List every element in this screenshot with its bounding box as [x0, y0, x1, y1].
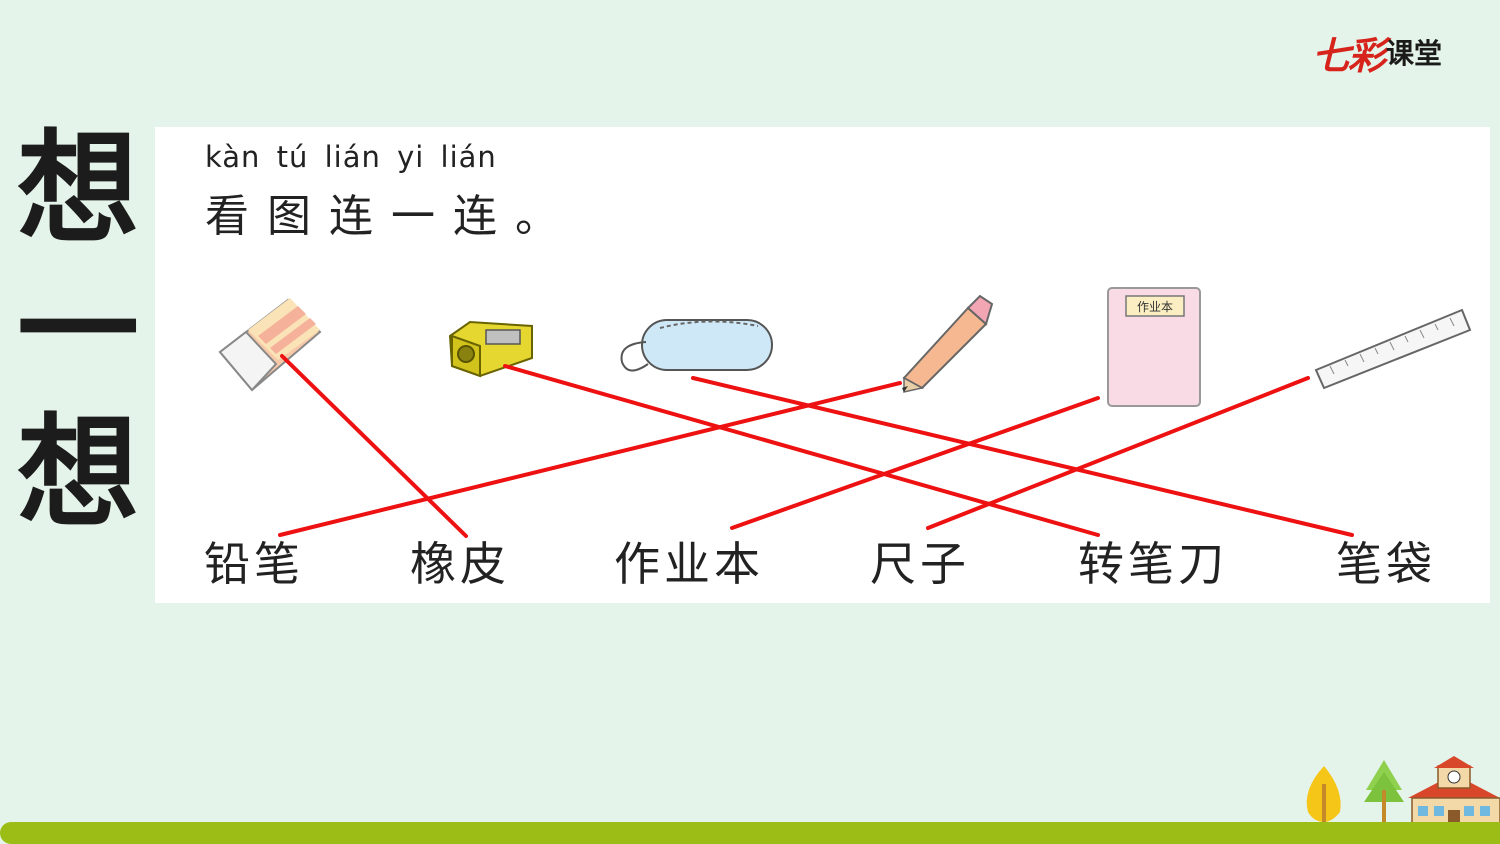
- brand-logo: 七彩 课堂: [1312, 26, 1442, 78]
- word-notebook[interactable]: 作业本: [614, 537, 764, 591]
- pencil-case-icon[interactable]: [620, 319, 773, 372]
- tree-icon: [1364, 760, 1404, 828]
- match-line-notebook: [730, 396, 1100, 530]
- school-building-icon: [1408, 756, 1500, 831]
- logo-text-a: 七彩: [1312, 32, 1386, 78]
- word-eraser[interactable]: 橡皮: [410, 537, 510, 591]
- side-title-char-3: 想: [17, 402, 139, 544]
- word-ruler[interactable]: 尺子: [870, 537, 970, 591]
- match-lines: [278, 354, 1354, 538]
- exercise-card: [155, 127, 1490, 603]
- match-line-sharpener: [503, 364, 1100, 537]
- eraser-icon[interactable]: [218, 298, 322, 392]
- word-sharpener[interactable]: 转笔刀: [1078, 537, 1228, 591]
- instruction-text: 看图连一连。: [205, 191, 577, 242]
- instruction-pinyin: kàn tú lián yi lián: [205, 140, 497, 174]
- word-pencil-case[interactable]: 笔袋: [1336, 537, 1436, 591]
- match-line-ruler: [926, 376, 1310, 530]
- notebook-cover-label: 作业本: [1137, 300, 1173, 314]
- match-line-pencil-case: [691, 376, 1354, 537]
- match-line-pencil: [278, 381, 902, 537]
- notebook-icon[interactable]: 作业本: [1107, 287, 1201, 407]
- logo-text-b: 课堂: [1386, 37, 1443, 70]
- ground-strip: [0, 822, 1500, 844]
- pencil-icon[interactable]: [902, 294, 994, 393]
- side-title-char-1: 想: [17, 118, 139, 260]
- ruler-icon[interactable]: [1314, 308, 1472, 390]
- side-title-char-2: 一: [17, 260, 139, 402]
- match-line-eraser: [280, 354, 468, 538]
- word-pencil[interactable]: 铅笔: [204, 537, 304, 591]
- side-title: 想 一 想: [8, 118, 148, 544]
- pencil-sharpener-icon[interactable]: [448, 320, 533, 378]
